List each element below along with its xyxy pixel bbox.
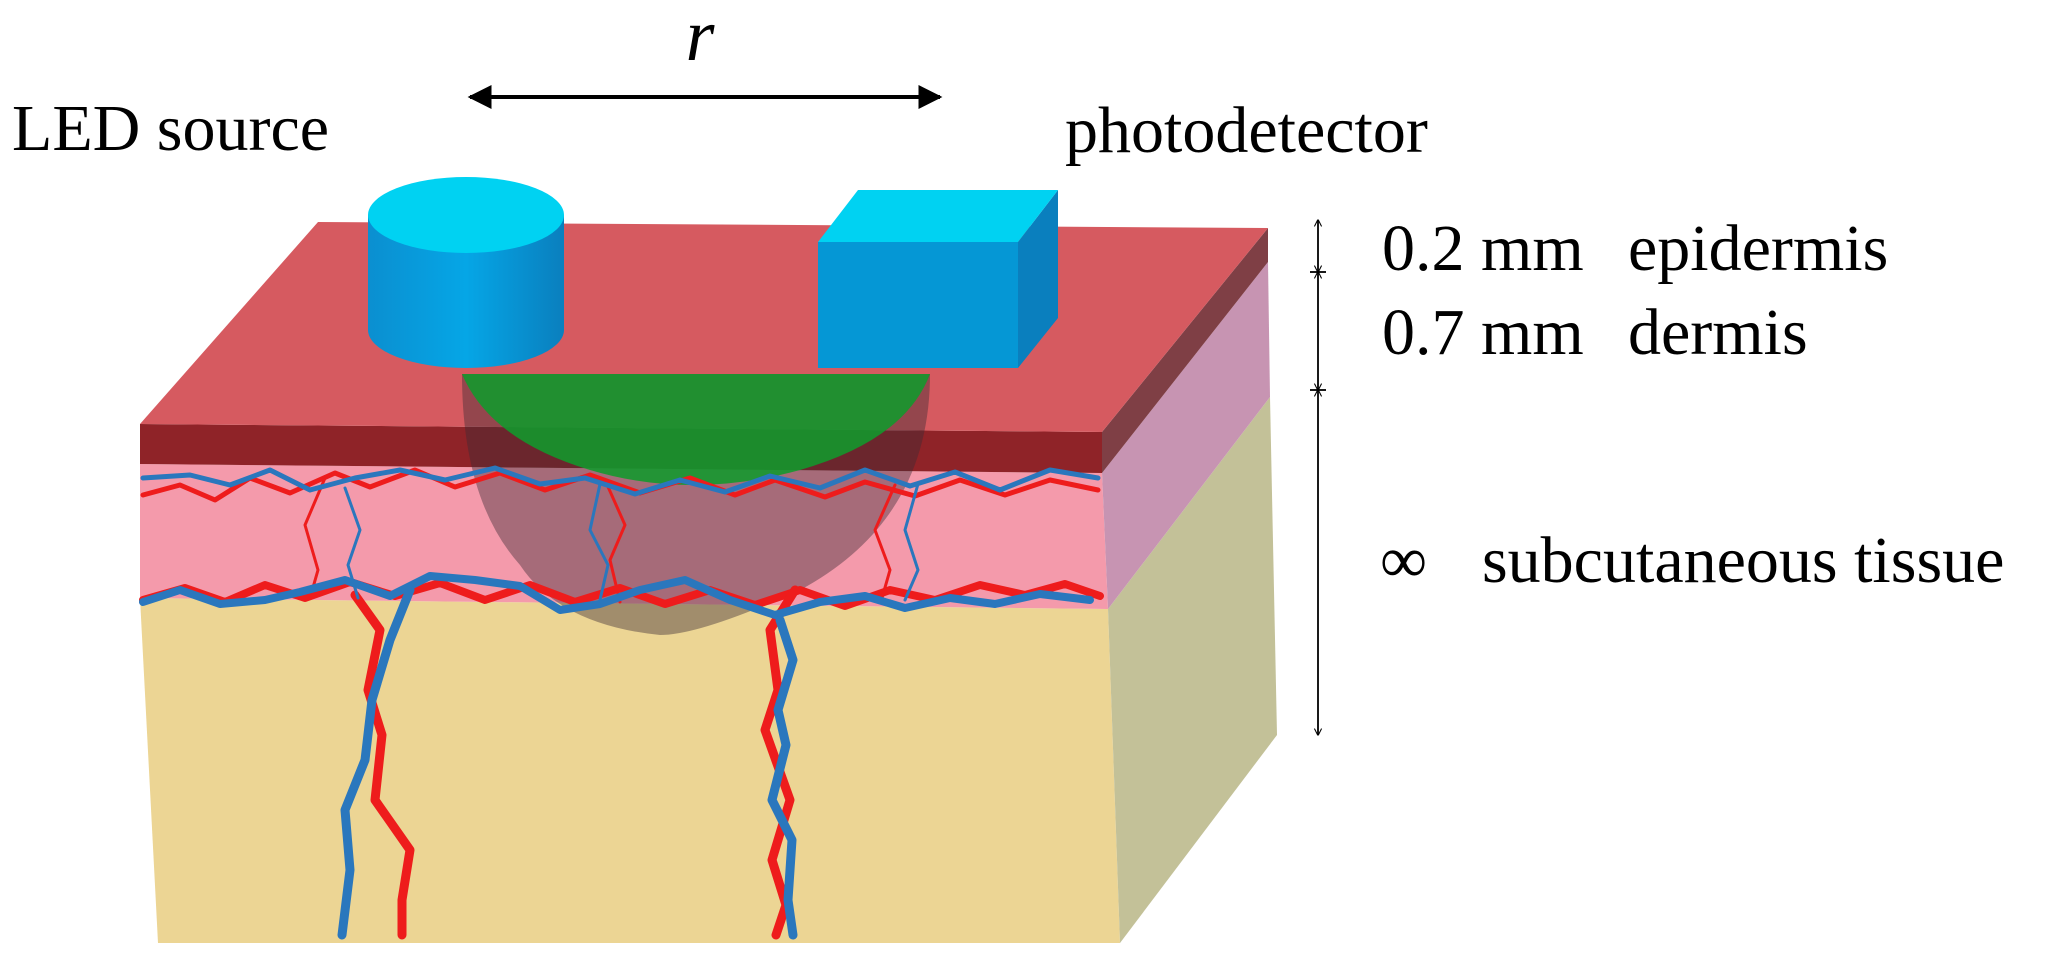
dermis-front-face <box>140 464 1108 609</box>
led-cylinder-body <box>368 215 564 368</box>
vein-connector-2 <box>588 482 610 602</box>
vein-vertical-left <box>337 585 415 940</box>
dermis-side-face <box>1102 262 1270 609</box>
vein-upper <box>140 465 1101 497</box>
epidermis-thickness-label: 0.2 mm <box>1382 212 1584 285</box>
blood-vessels <box>139 465 1104 940</box>
artery-connector-3 <box>873 483 897 600</box>
light-path <box>462 374 930 635</box>
light-banana-region <box>462 374 930 485</box>
detector-top-face <box>818 190 1058 242</box>
led-source-label: LED source <box>12 92 329 165</box>
led-cylinder-top <box>368 177 564 253</box>
distance-arrow: r <box>467 0 943 109</box>
photodetector-label: photodetector <box>1065 94 1428 167</box>
artery-vertical-left <box>350 590 415 940</box>
detector-front-face <box>818 242 1018 368</box>
artery-connector-1 <box>303 476 327 600</box>
photodetector-device <box>818 190 1058 368</box>
artery-upper <box>140 467 1101 503</box>
epidermis-side-face <box>1102 228 1268 473</box>
r-label: r <box>686 0 716 77</box>
thickness-scale <box>1310 220 1326 735</box>
subcutaneous-side-face <box>1108 397 1277 943</box>
dermis-label: dermis <box>1628 296 1808 369</box>
vein-lower <box>139 572 1094 619</box>
vein-connector-3 <box>903 482 920 602</box>
epidermis-label: epidermis <box>1628 212 1888 285</box>
artery-connector-2 <box>603 478 627 604</box>
vein-vertical-right <box>767 615 798 940</box>
subcutaneous-front-face <box>140 598 1120 943</box>
dermis-thickness-label: 0.7 mm <box>1382 296 1584 369</box>
vein-connector-1 <box>343 486 362 600</box>
subcutaneous-thickness-label: ∞ <box>1380 524 1427 597</box>
subcutaneous-label: subcutaneous tissue <box>1482 524 2004 597</box>
led-source-device <box>368 177 564 368</box>
detector-side-face <box>1018 190 1058 368</box>
